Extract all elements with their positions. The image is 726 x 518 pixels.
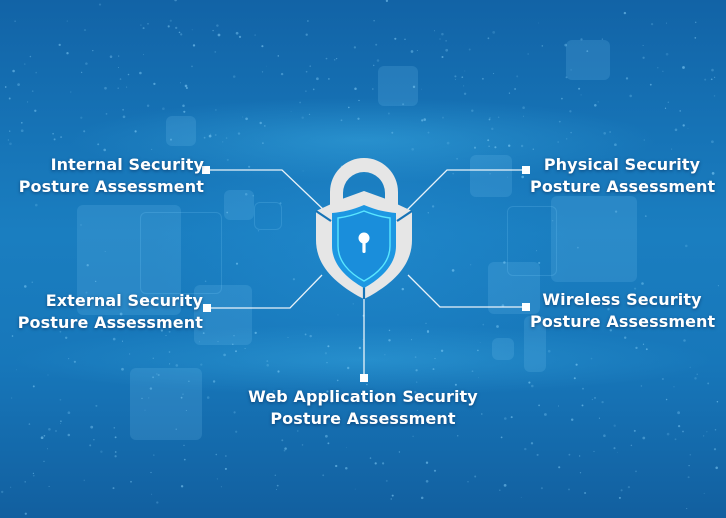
bg-tile-outline (140, 212, 222, 294)
bg-tile (166, 116, 196, 146)
bg-tile (566, 40, 610, 80)
bg-tile (130, 368, 202, 440)
bg-tile (551, 196, 637, 282)
connector-node-webapp (360, 374, 368, 382)
bg-tile (224, 190, 254, 220)
bg-tile (470, 155, 512, 197)
bg-tile (492, 338, 514, 360)
bg-tile (524, 316, 546, 372)
bg-tile (77, 205, 181, 315)
padlock-icon (315, 158, 413, 299)
connector-node-physical (522, 166, 530, 174)
bg-tile-outline (254, 202, 282, 230)
label-internal-security: Internal Security Posture Assessment (18, 155, 204, 196)
connector-node-internal (202, 166, 210, 174)
label-external-security: External Security Posture Assessment (17, 291, 203, 332)
label-wireless-security: Wireless Security Posture Assessment (530, 290, 716, 331)
connector-node-wireless (522, 303, 530, 311)
label-webapp-security: Web Application Security Posture Assessm… (248, 387, 478, 428)
connector-node-external (203, 304, 211, 312)
bg-tile (378, 66, 418, 106)
label-physical-security: Physical Security Posture Assessment (530, 155, 716, 196)
bg-tile-outline (507, 206, 557, 276)
